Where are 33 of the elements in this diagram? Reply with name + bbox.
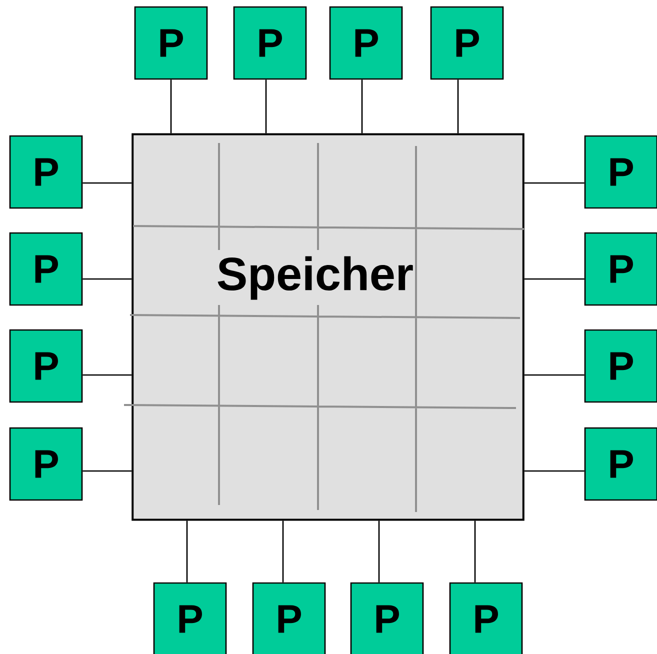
connector-line: [82, 470, 132, 472]
processor-box: P: [350, 582, 424, 654]
connector-line: [186, 520, 188, 582]
processor-box: P: [9, 232, 83, 306]
memory-label: Speicher: [218, 256, 413, 300]
processor-box: P: [449, 582, 523, 654]
processor-box: P: [9, 427, 83, 501]
processor-box: P: [584, 135, 657, 209]
connector-line: [82, 374, 132, 376]
connector-line: [524, 470, 584, 472]
processor-box: P: [584, 427, 657, 501]
processor-box: P: [9, 135, 83, 209]
processor-box: P: [584, 329, 657, 403]
connector-line: [265, 80, 267, 134]
connector-line: [82, 278, 132, 280]
connector-line: [378, 520, 380, 582]
connector-line: [282, 520, 284, 582]
processor-box: P: [9, 329, 83, 403]
connector-line: [474, 520, 476, 582]
connector-line: [524, 374, 584, 376]
connector-line: [457, 80, 459, 134]
connector-line: [524, 278, 584, 280]
processor-box: P: [153, 582, 227, 654]
processor-box: P: [430, 6, 504, 80]
processor-box: P: [252, 582, 326, 654]
processor-box: P: [584, 232, 657, 306]
connector-line: [361, 80, 363, 134]
connector-line: [82, 182, 132, 184]
processor-box: P: [233, 6, 307, 80]
processor-box: P: [329, 6, 403, 80]
connector-line: [170, 80, 172, 134]
connector-line: [524, 182, 584, 184]
processor-box: P: [134, 6, 208, 80]
